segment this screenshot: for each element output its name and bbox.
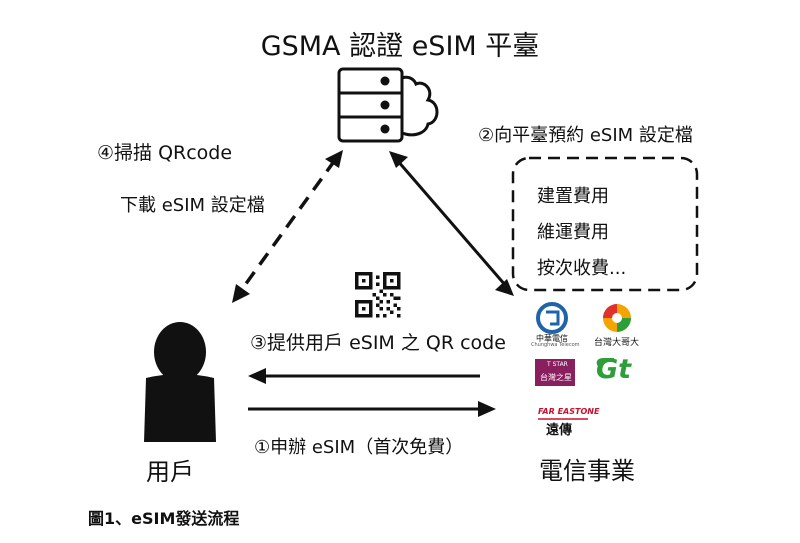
user-icon (144, 322, 216, 442)
cht-sub: Chunghwa Telecom (531, 342, 580, 348)
fees-box (511, 156, 699, 292)
cht-name: 中華電信 (536, 334, 568, 343)
tstar-brand: T STAR (547, 361, 568, 368)
fet-name: 遠傳 (546, 423, 573, 438)
download-arrow (232, 150, 343, 303)
application-arrow (248, 401, 496, 417)
step2-reserve-label: ②向平臺預約 eSIM 設定檔 (478, 125, 693, 146)
tm-logo (603, 304, 631, 332)
gt-brand: Gt (596, 354, 632, 385)
download-profile-label: 下載 eSIM 設定檔 (120, 195, 265, 216)
fee-maintenance: 維運費用 (537, 222, 609, 243)
gt-logo (596, 358, 614, 368)
reservation-arrow (389, 151, 514, 296)
fee-build: 建置費用 (537, 186, 609, 207)
qr-delivery-arrow (248, 368, 480, 384)
cht-logo (536, 302, 568, 334)
server-cloud-icon (337, 67, 439, 143)
step4-scan-label: ④掃描 QRcode (97, 142, 233, 164)
tstar-name: 台灣之星 (540, 373, 572, 382)
step3-provide-qr-label: ③提供用戶 eSIM 之 QR code (250, 332, 506, 354)
step1-apply-label: ①申辦 eSIM（首次免費） (254, 437, 464, 458)
fee-per-use: 按次收費... (537, 258, 627, 279)
fees-list: 建置費用 維運費用 按次收費... (513, 158, 697, 290)
tm-name: 台灣大哥大 (594, 338, 640, 348)
qr-code-icon (355, 272, 401, 318)
figure-caption: 圖1、eSIM發送流程 (88, 509, 240, 528)
user-label: 用戶 (146, 458, 194, 486)
telecom-label: 電信事業 (539, 457, 635, 485)
fet-brand: FAR EASTONE (538, 407, 600, 416)
tstar-logo (535, 359, 575, 386)
diagram-title: GSMA 認證 eSIM 平臺 (260, 31, 540, 62)
